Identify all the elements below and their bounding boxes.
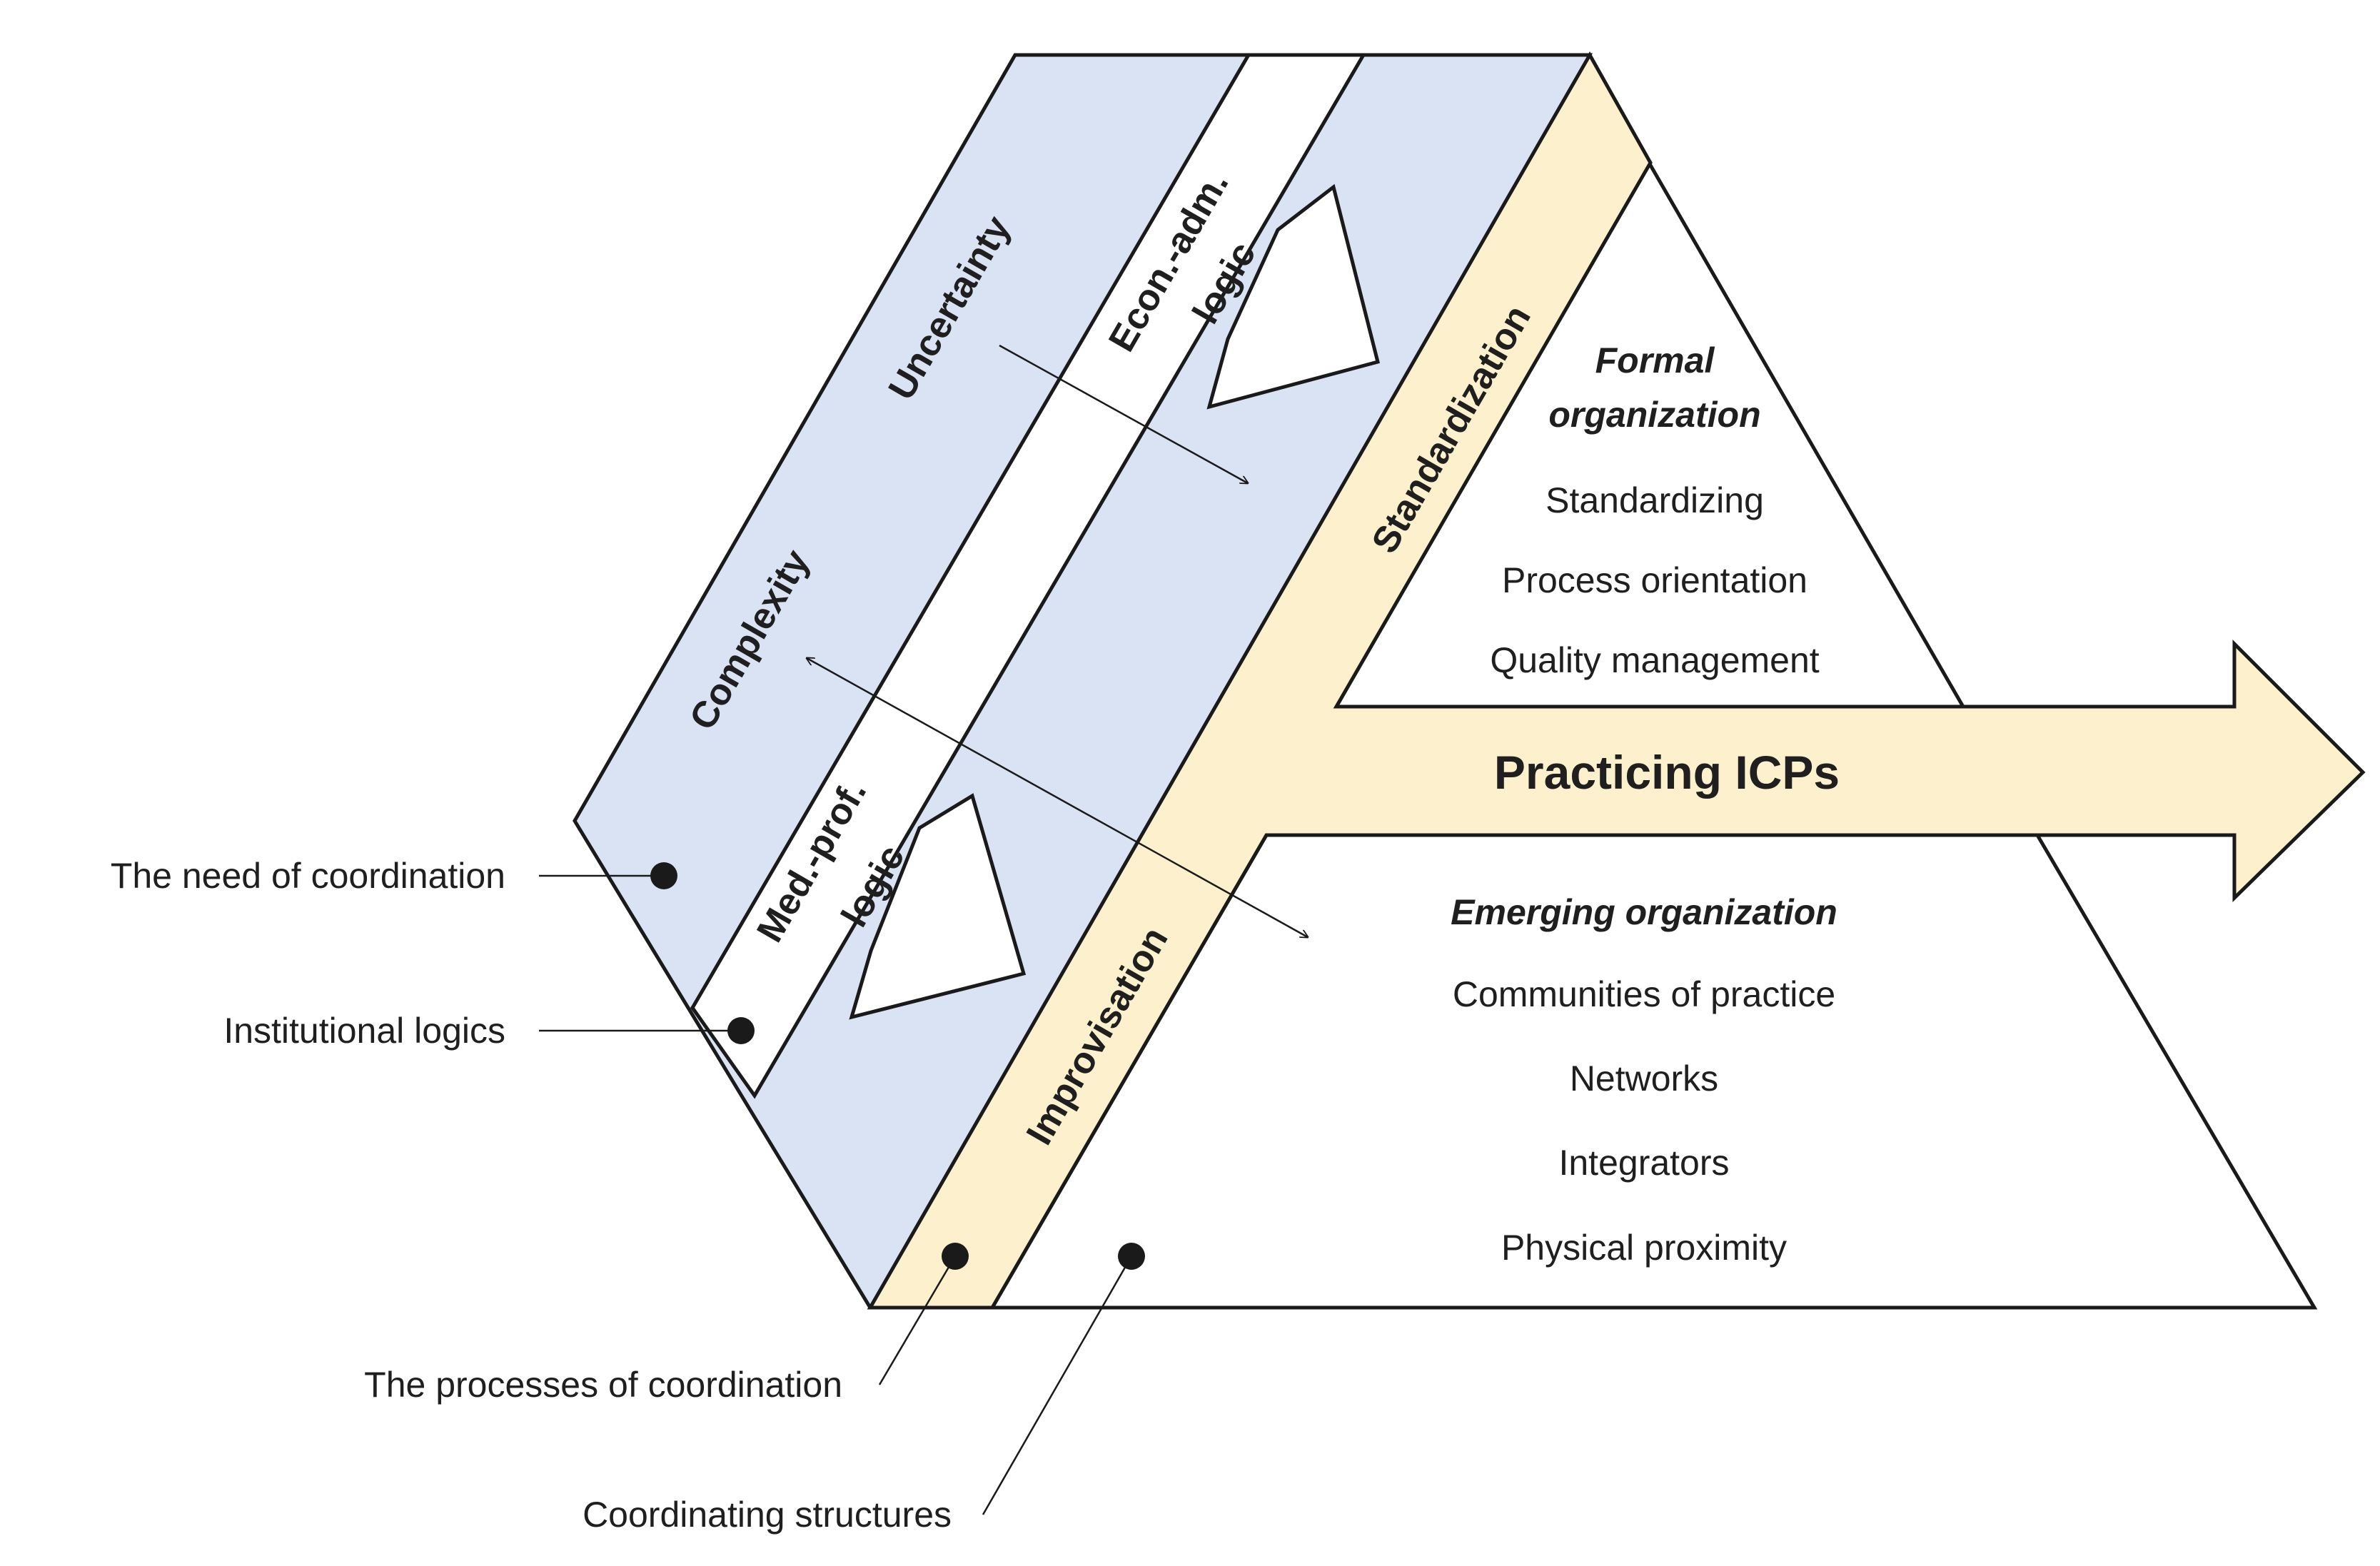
formal-item-1: Process orientation <box>1502 560 1807 600</box>
practicing-icps-label: Practicing ICPs <box>1494 746 1840 799</box>
formal-heading-line2: organization <box>1548 395 1760 435</box>
logics-dot <box>727 1017 755 1044</box>
structures-dot <box>1118 1243 1145 1270</box>
emerging-heading: Emerging organization <box>1451 892 1837 932</box>
formal-item-0: Standardizing <box>1546 480 1764 520</box>
emerging-item-2: Integrators <box>1558 1143 1729 1183</box>
emerging-item-0: Communities of practice <box>1453 974 1835 1014</box>
legend-need-of-coordination: The need of coordination <box>111 856 505 896</box>
processes-leader-line <box>878 1256 957 1385</box>
legend-processes-of-coordination: The processes of coordination <box>364 1365 842 1405</box>
need-dot <box>650 862 677 889</box>
econ-adm-logic-arrow <box>1206 183 1381 410</box>
emerging-item-3: Physical proximity <box>1501 1228 1787 1268</box>
processes-dot <box>942 1243 969 1270</box>
complexity-relation-arrow <box>807 658 1308 937</box>
legend-institutional-logics: Institutional logics <box>223 1011 505 1051</box>
formal-heading-line1: Formal <box>1595 340 1715 380</box>
emerging-item-1: Networks <box>1570 1059 1718 1098</box>
processes-of-coordination-band <box>867 51 2366 1310</box>
structures-leader-line <box>982 1256 1133 1515</box>
uncertainty-relation-arrow <box>999 344 1248 483</box>
legend-coordinating-structures: Coordinating structures <box>583 1495 952 1535</box>
formal-item-2: Quality management <box>1490 640 1819 680</box>
